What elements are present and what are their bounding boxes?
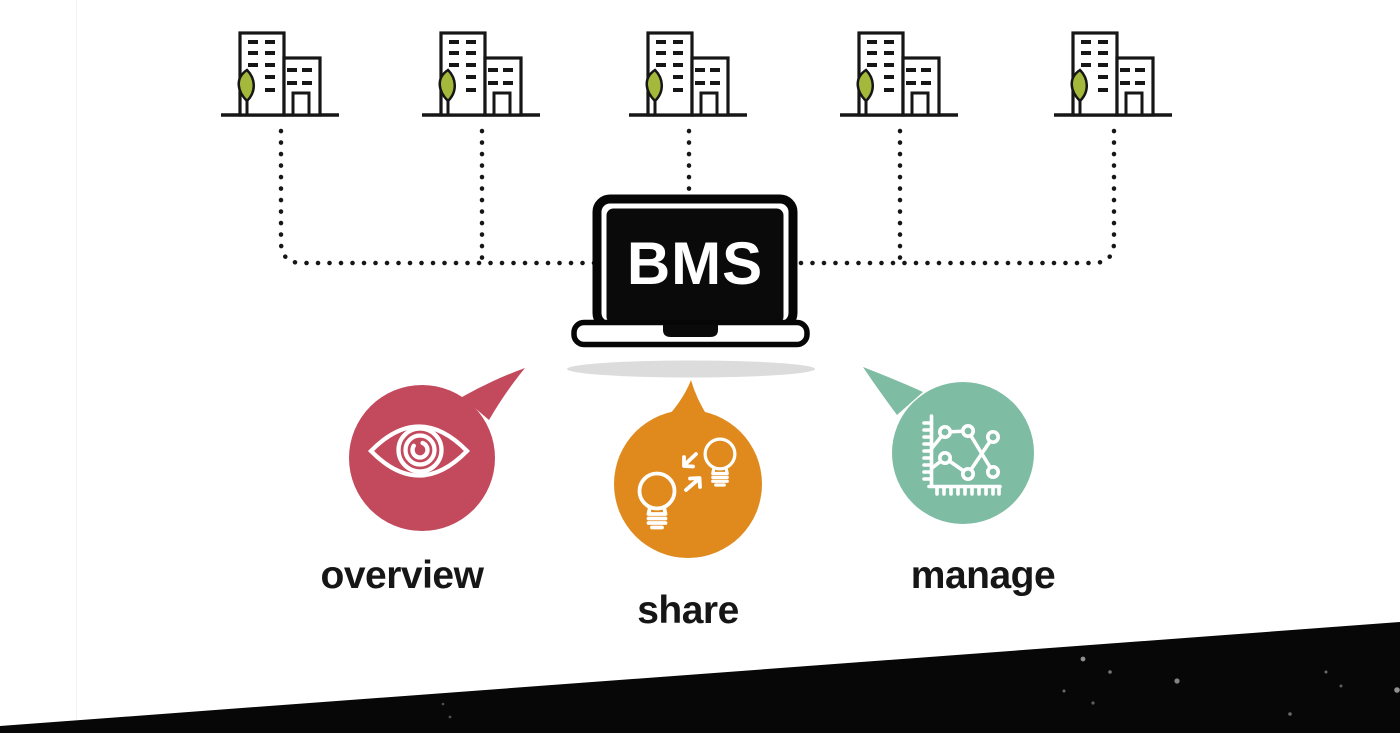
lightbulb-icon-small <box>703 437 737 487</box>
overview-label: overview <box>320 554 484 597</box>
building-icon-5 <box>1052 31 1174 117</box>
manage-label: manage <box>910 554 1056 597</box>
share-bubble-circle <box>614 410 762 558</box>
laptop-shadow <box>567 360 815 378</box>
chart-nodes <box>937 423 1000 481</box>
manage-bubble <box>863 367 1034 524</box>
left-guide-line <box>76 0 77 722</box>
dotted-connectors <box>278 128 1117 266</box>
lightbulb-icon-large <box>637 471 677 530</box>
connector-building-5 <box>787 128 1117 266</box>
manage-bubble-tail <box>863 367 923 415</box>
laptop-screen <box>606 208 784 324</box>
chart-y-ticks <box>922 421 933 481</box>
overview-bubble <box>349 368 525 531</box>
chart-series-a <box>930 429 995 474</box>
bms-label: BMS <box>626 230 764 297</box>
laptop-icon <box>571 194 810 348</box>
footer-wedge <box>0 622 1400 733</box>
share-bubble-tail <box>669 380 708 417</box>
eye-icon <box>367 424 471 478</box>
manage-bubble-circle <box>892 382 1034 524</box>
chart-x-ticks <box>935 486 1001 496</box>
footer-specks <box>441 644 1400 719</box>
exchange-arrows-icon <box>682 452 702 492</box>
building-icon-4 <box>838 31 960 117</box>
chart-series-b <box>930 435 995 476</box>
idea-exchange-icon <box>637 437 737 530</box>
building-icon-3 <box>627 31 749 117</box>
line-chart-icon <box>922 414 1002 496</box>
overview-bubble-tail <box>462 368 525 420</box>
building-icon-2 <box>420 31 542 117</box>
building-icons-row <box>219 31 1174 117</box>
connector-building-1 <box>278 128 603 266</box>
building-icon-1 <box>219 31 341 117</box>
share-label: share <box>637 589 739 632</box>
laptop-base-notch <box>663 325 718 337</box>
share-bubble <box>614 380 762 558</box>
